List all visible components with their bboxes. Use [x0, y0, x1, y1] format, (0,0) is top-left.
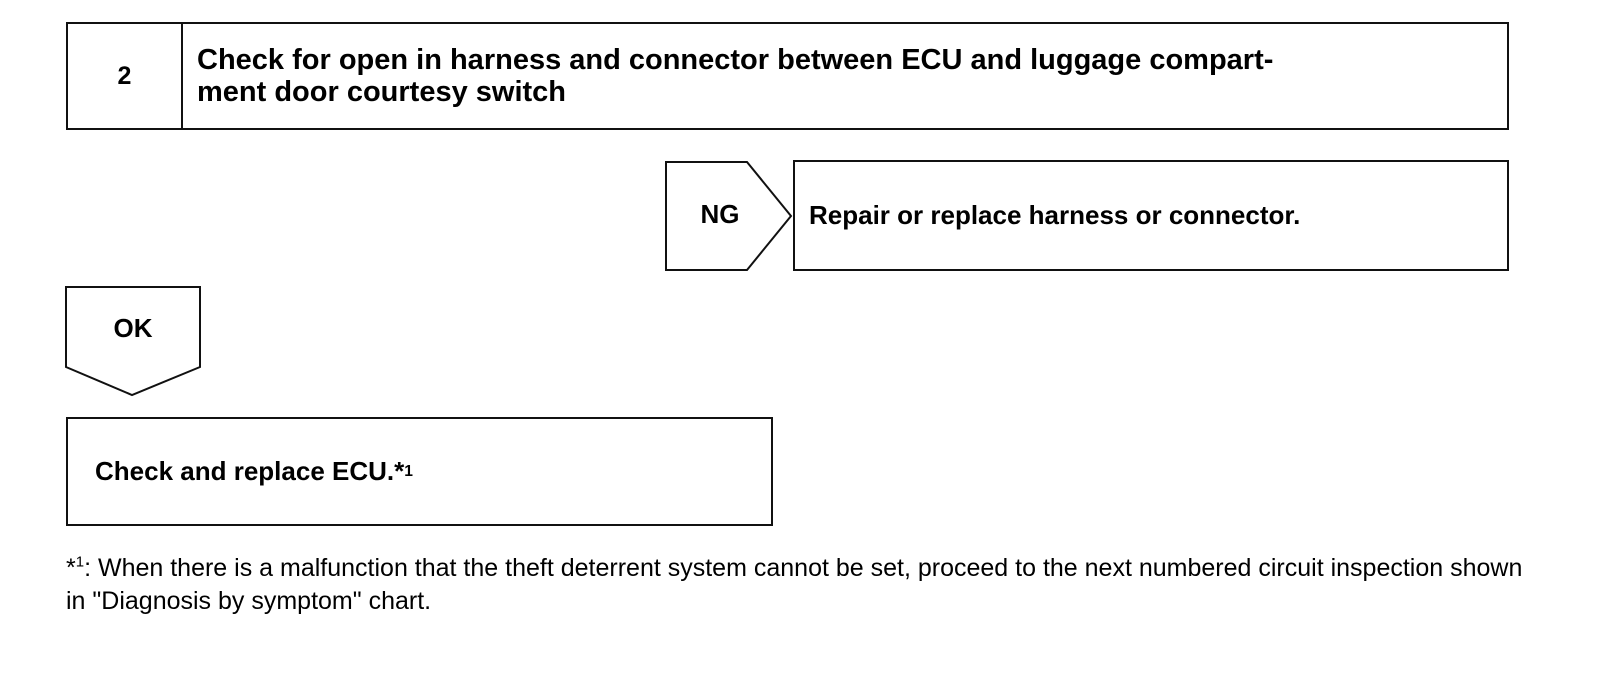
step-header: 2 Check for open in harness and connecto…: [66, 22, 1509, 130]
result-note-marker: *: [394, 456, 405, 486]
ng-action-text: Repair or replace harness or connector.: [809, 200, 1301, 230]
step-title-line1: Check for open in harness and connector …: [197, 44, 1274, 76]
ng-label: NG: [700, 199, 740, 229]
ok-arrow-icon: [65, 286, 201, 397]
footnote: *1: When there is a malfunction that the…: [66, 552, 1526, 618]
ng-arrow-icon: [665, 161, 793, 271]
footnote-marker: *: [66, 554, 76, 582]
ng-action-box: Repair or replace harness or connector.: [793, 160, 1509, 271]
step-title-line2: ment door courtesy switch: [197, 76, 567, 108]
ok-label: OK: [113, 313, 153, 343]
step-number: 2: [68, 24, 183, 128]
result-box: Check and replace ECU. *1: [66, 417, 773, 526]
result-text: Check and replace ECU.: [95, 456, 395, 486]
step-title: Check for open in harness and connector …: [183, 24, 1507, 128]
footnote-number: 1: [75, 553, 85, 571]
footnote-text: : When there is a malfunction that the t…: [66, 554, 1523, 615]
